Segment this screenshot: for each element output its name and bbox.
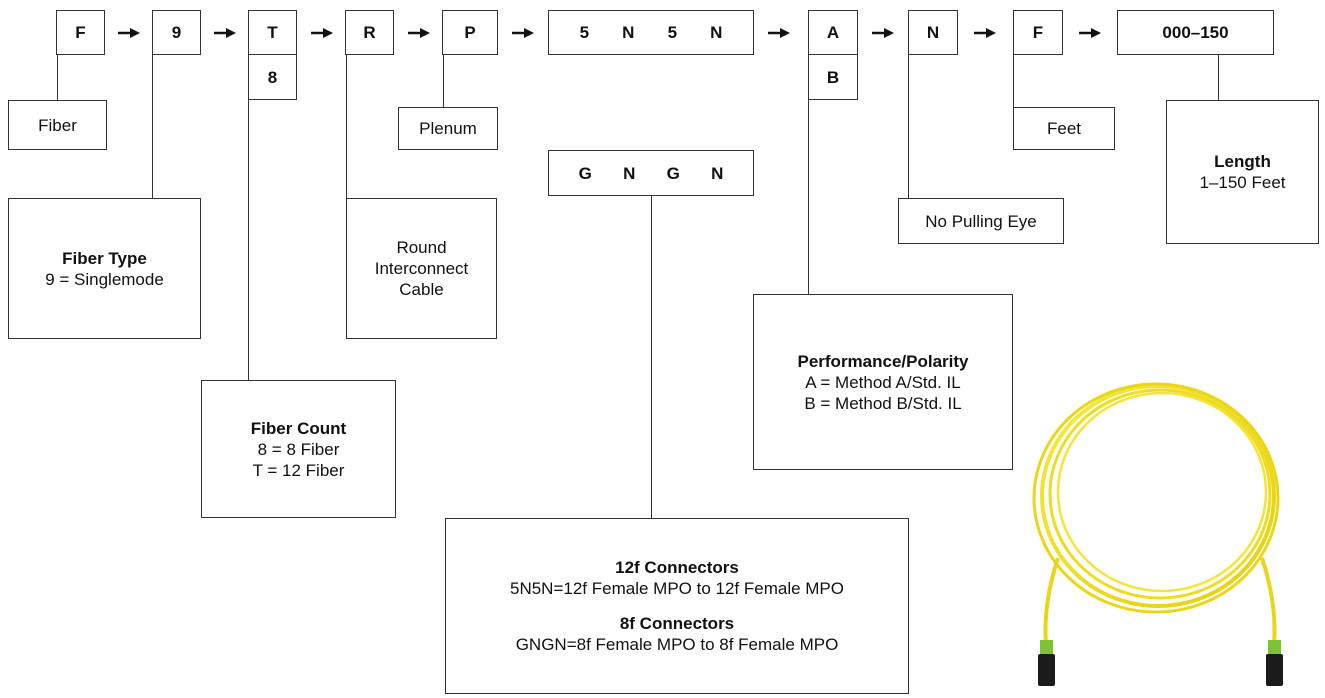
- arrow-right-icon: [974, 28, 996, 38]
- desc-fiber-type: Fiber Type 9 = Singlemode: [8, 198, 201, 339]
- label-no-pulling-eye: No Pulling Eye: [898, 198, 1064, 244]
- arrow-right-icon: [408, 28, 430, 38]
- label-fiber: Fiber: [8, 100, 107, 150]
- connector-line: [1013, 55, 1015, 107]
- desc-fiber-count-line: 8 = 8 Fiber: [257, 439, 340, 459]
- desc-performance-line: B = Method B/Std. IL: [804, 393, 962, 413]
- code-pulling-eye: N: [908, 10, 958, 55]
- desc-conn8-line: GNGN=8f Female MPO to 8f Female MPO: [515, 635, 839, 654]
- connector-line: [443, 55, 445, 107]
- desc-round-line: Round: [396, 238, 447, 257]
- desc-performance-line: A = Method A/Std. IL: [805, 372, 961, 392]
- arrow-right-icon: [768, 28, 790, 38]
- code-feet: F: [1013, 10, 1063, 55]
- connector-line: [808, 100, 810, 294]
- arrow-right-icon: [872, 28, 894, 38]
- mpo-boot-right: [1268, 640, 1281, 654]
- arrow-right-icon: [118, 28, 140, 38]
- code-round: R: [345, 10, 394, 55]
- code-connectors-12f: 5 N 5 N: [548, 10, 754, 55]
- desc-length: Length 1–150 Feet: [1166, 100, 1319, 244]
- desc-conn12-line: 5N5N=12f Female MPO to 12f Female MPO: [510, 579, 844, 598]
- code-plenum: P: [442, 10, 498, 55]
- desc-fiber-count-title: Fiber Count: [250, 418, 347, 438]
- desc-length-title: Length: [1214, 152, 1271, 171]
- desc-connectors: 12f Connectors 5N5N=12f Female MPO to 12…: [445, 518, 909, 694]
- code-polarity-b: B: [808, 54, 858, 100]
- desc-conn12-title: 12f Connectors: [615, 558, 739, 577]
- code-polarity-a: A: [808, 10, 858, 55]
- mpo-boot-left: [1040, 640, 1053, 654]
- code-fiber-f: F: [56, 10, 105, 55]
- arrow-right-icon: [311, 28, 333, 38]
- code-fiber-count-t: T: [248, 10, 297, 55]
- code-connector-char: 5: [667, 23, 678, 42]
- arrow-right-icon: [214, 28, 236, 38]
- desc-performance-polarity: Performance/Polarity A = Method A/Std. I…: [753, 294, 1013, 470]
- code-connector-char: 5: [579, 23, 590, 42]
- code-fiber-type: 9: [152, 10, 201, 55]
- desc-conn8-title: 8f Connectors: [619, 614, 735, 633]
- label-feet: Feet: [1013, 107, 1115, 150]
- code-connector-char: N: [711, 163, 724, 183]
- code-length: 000–150: [1117, 10, 1274, 55]
- desc-performance-title: Performance/Polarity: [797, 351, 969, 371]
- mpo-connector-left-icon: [1038, 654, 1055, 686]
- code-connectors-8f: G N G N: [548, 150, 754, 196]
- desc-fiber-count-line: T = 12 Fiber: [252, 460, 345, 480]
- code-connector-char: N: [710, 23, 723, 42]
- desc-fiber-type-line: 9 = Singlemode: [45, 269, 164, 289]
- code-connector-char: G: [666, 163, 680, 183]
- code-connector-char: G: [578, 163, 592, 183]
- desc-round-line: Cable: [399, 280, 444, 299]
- arrow-right-icon: [1079, 28, 1101, 38]
- label-plenum: Plenum: [398, 107, 498, 150]
- connector-line: [346, 55, 348, 198]
- mpo-connector-right-icon: [1266, 654, 1283, 686]
- connector-line: [651, 196, 653, 518]
- code-connector-char: N: [623, 163, 636, 183]
- code-connector-char: N: [622, 23, 635, 42]
- connector-line: [908, 55, 910, 198]
- desc-round-line: Interconnect: [374, 259, 469, 278]
- desc-fiber-count: Fiber Count 8 = 8 Fiber T = 12 Fiber: [201, 380, 396, 518]
- connector-line: [152, 55, 154, 198]
- code-fiber-count-8: 8: [248, 54, 297, 100]
- connector-line: [248, 100, 250, 380]
- yellow-fiber-patch-cable-icon: [1032, 382, 1283, 686]
- arrow-right-icon: [512, 28, 534, 38]
- connector-line: [1218, 55, 1220, 100]
- desc-length-line: 1–150 Feet: [1199, 173, 1286, 192]
- desc-round-cable: Round Interconnect Cable: [346, 198, 497, 339]
- desc-fiber-type-title: Fiber Type: [62, 248, 147, 268]
- connector-line: [57, 55, 59, 100]
